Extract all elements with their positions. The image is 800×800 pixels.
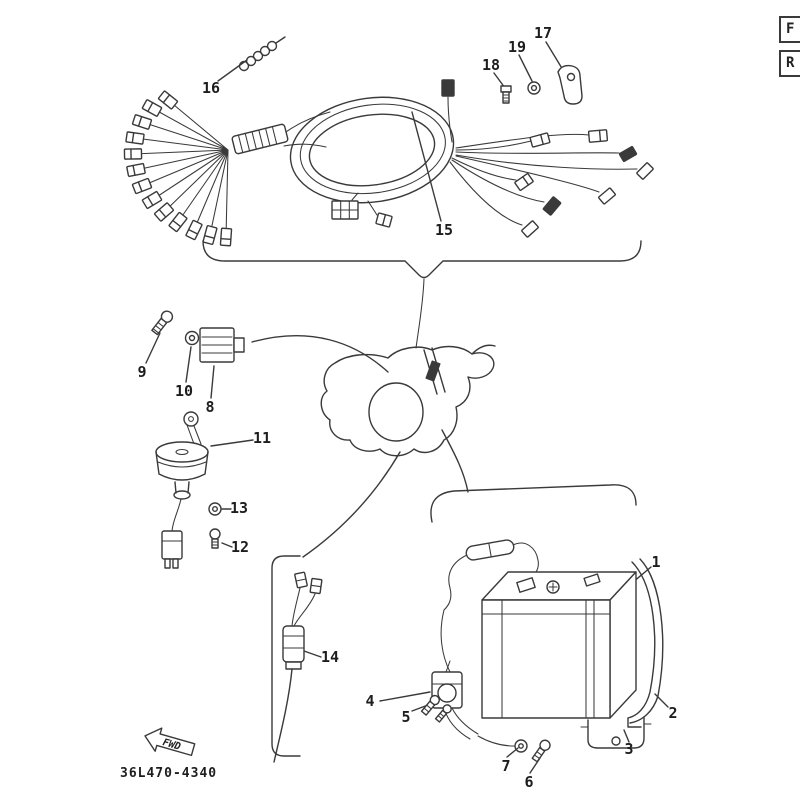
washer-19-drawing: [527, 81, 541, 95]
callout-8: 8: [205, 398, 215, 416]
callout-13: 13: [229, 499, 249, 517]
corner-button-r[interactable]: R: [779, 50, 800, 77]
rectifier-8-drawing: [199, 327, 245, 363]
drawing-number: 36L470-4340: [120, 766, 218, 781]
callout-11: 11: [252, 429, 272, 447]
harness-brace-bracket: [202, 240, 642, 349]
bolt-9-drawing: [151, 310, 174, 336]
callout-18: 18: [481, 56, 501, 74]
callout-10: 10: [174, 382, 194, 400]
callout-12: 12: [230, 538, 250, 556]
callout-5: 5: [401, 708, 411, 726]
callout-17: 17: [533, 24, 553, 42]
screw-12-drawing: [209, 528, 221, 549]
washer-13-drawing: [208, 502, 222, 516]
cable-loop: [289, 96, 455, 204]
fwd-arrow: FWD: [144, 727, 196, 757]
wire-14-brace-bracket: [271, 555, 301, 757]
screws-5-drawing: [420, 694, 452, 723]
washer-10-drawing: [184, 330, 200, 346]
battery-brace-bracket: [430, 484, 637, 523]
bolt-18-drawing: [500, 85, 512, 104]
frame-sketch: [251, 335, 496, 558]
corner-button-f[interactable]: F: [779, 16, 800, 43]
callout-6: 6: [524, 773, 534, 791]
callout-15: 15: [434, 221, 454, 239]
callout-19: 19: [507, 38, 527, 56]
battery-1-drawing: [481, 571, 637, 719]
main-switch-11-drawing: [155, 411, 209, 569]
callout-3: 3: [624, 740, 634, 758]
battery-bracket-3-drawing: [580, 716, 652, 749]
loom-wrap: [231, 123, 289, 155]
bracket-17-drawing: [557, 64, 583, 105]
callout-2: 2: [668, 704, 678, 722]
callout-1: 1: [651, 553, 661, 571]
washer-7-drawing: [514, 739, 528, 753]
callout-7: 7: [501, 757, 511, 775]
coiled-fastener-16-drawing: [238, 36, 286, 72]
callout-9: 9: [137, 363, 147, 381]
callout-14: 14: [320, 648, 340, 666]
bolt-6-drawing: [531, 739, 551, 763]
callout-4: 4: [365, 692, 375, 710]
wiring-harness-drawing: [123, 79, 654, 247]
wire-assembly-14-drawing: [273, 571, 323, 763]
fwd-arrow-label: FWD: [161, 737, 181, 753]
callout-16: 16: [201, 79, 221, 97]
